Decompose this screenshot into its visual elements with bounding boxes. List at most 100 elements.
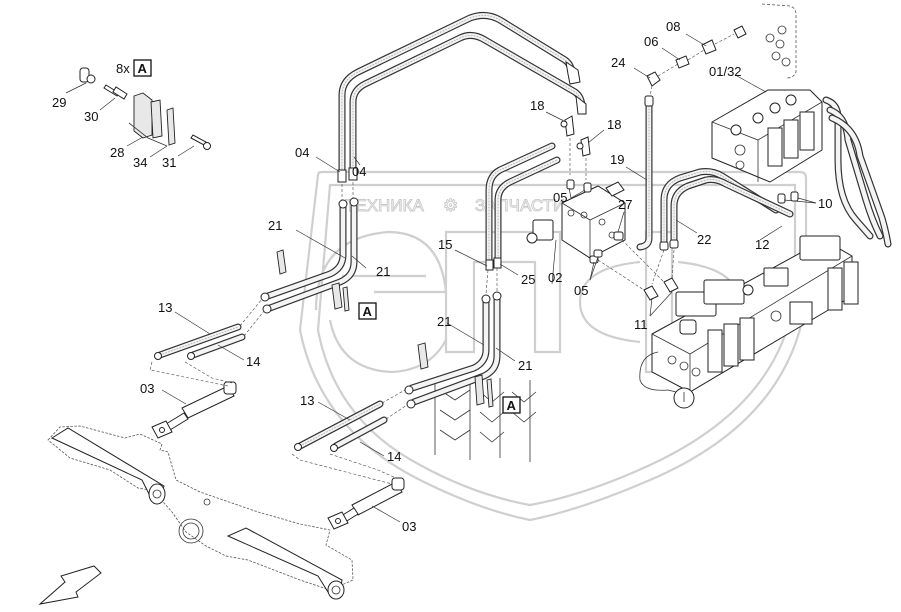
label-05b[interactable]: 05 [574, 283, 588, 298]
label-10[interactable]: 10 [818, 196, 832, 211]
leader-22 [675, 219, 698, 234]
hoses-right [822, 96, 892, 248]
watermark-gear-icon: ⚙ [443, 196, 458, 215]
hoses-21-lower [404, 291, 502, 409]
leader-10 [783, 199, 817, 204]
label-21c[interactable]: 21 [437, 314, 451, 329]
hose-end-fitting [337, 169, 347, 183]
valve-manifold-lower [639, 235, 859, 409]
leader-25 [499, 263, 519, 276]
leader-30 [99, 97, 116, 111]
leader-06 [661, 47, 681, 61]
label-27[interactable]: 27 [618, 197, 632, 212]
label-19[interactable]: 19 [610, 152, 624, 167]
label-29[interactable]: 29 [52, 95, 66, 110]
hoses-15-25 [485, 142, 561, 271]
reference-marker: A [138, 61, 148, 76]
label-0132[interactable]: 01/32 [709, 64, 742, 79]
clamp [474, 374, 485, 406]
label-04b[interactable]: 04 [352, 164, 366, 179]
clamp-kit: 8x A 29 30 28 34 31 [52, 59, 211, 170]
leader-19 [625, 166, 648, 181]
part-29-nut [79, 67, 96, 84]
label-03b[interactable]: 03 [402, 519, 416, 534]
label-13a[interactable]: 13 [158, 300, 172, 315]
watermark-letter-e [314, 230, 448, 374]
label-15[interactable]: 15 [438, 237, 452, 252]
label-08[interactable]: 08 [666, 19, 680, 34]
label-31[interactable]: 31 [162, 155, 176, 170]
label-14b[interactable]: 14 [387, 449, 401, 464]
leader-11 [649, 297, 653, 317]
leader-08 [685, 33, 707, 47]
hoses-04 [337, 11, 587, 183]
leader-12 [759, 225, 783, 241]
label-18b[interactable]: 18 [607, 117, 621, 132]
label-28[interactable]: 28 [110, 145, 124, 160]
leader-04b [353, 156, 361, 166]
label-22[interactable]: 22 [697, 232, 711, 247]
label-21d[interactable]: 21 [518, 358, 532, 373]
label-18a[interactable]: 18 [530, 98, 544, 113]
quantity-note: 8x [116, 61, 130, 76]
part-28-clamp [128, 92, 168, 147]
leader-18a [545, 111, 567, 123]
label-21b[interactable]: 21 [376, 264, 390, 279]
part-31-bolt [190, 134, 211, 150]
leader-15 [454, 249, 488, 267]
reference-marker: A [363, 304, 373, 319]
direction-arrow-icon [38, 565, 102, 605]
label-02[interactable]: 02 [548, 270, 562, 285]
label-12[interactable]: 12 [755, 237, 769, 252]
label-11[interactable]: 11 [634, 317, 648, 332]
fittings-24-06-08 [646, 25, 747, 87]
leader-04a [315, 156, 341, 173]
label-03a[interactable]: 03 [140, 381, 154, 396]
hoses-13-14-lower [294, 400, 388, 452]
part-30-stud [103, 84, 128, 100]
fittings-18 [560, 115, 591, 157]
leader-18b [587, 129, 605, 144]
cylinder-03-lower [327, 477, 405, 530]
label-14a[interactable]: 14 [246, 354, 260, 369]
hose-end-fitting [348, 167, 358, 181]
fittings-05 [566, 179, 603, 264]
label-13b[interactable]: 13 [300, 393, 314, 408]
leader-05b2 [589, 256, 599, 281]
label-05a[interactable]: 05 [553, 190, 567, 205]
leader-13b [317, 401, 351, 421]
label-24[interactable]: 24 [611, 55, 625, 70]
leader-14b [359, 441, 385, 457]
label-21a[interactable]: 21 [268, 218, 282, 233]
leader-14a [217, 344, 245, 361]
clamp [342, 286, 350, 312]
leader-03b [371, 505, 401, 523]
part-34-strip [166, 107, 176, 146]
hose-19 [636, 95, 654, 251]
fitting-11 [643, 285, 659, 301]
leader-34 [149, 145, 168, 158]
leader-24 [633, 67, 651, 79]
leader-05a2 [570, 189, 586, 199]
leader-28 [126, 136, 144, 147]
label-04a[interactable]: 04 [295, 145, 309, 160]
fitting-11 [663, 277, 679, 293]
leader-31 [177, 145, 195, 157]
leader-29 [65, 82, 87, 94]
label-30[interactable]: 30 [84, 109, 98, 124]
fitting-10 [790, 191, 799, 202]
leader-03a [161, 389, 187, 405]
label-25[interactable]: 25 [521, 272, 535, 287]
watermark-text-left: ТЕХНИКА [345, 196, 424, 215]
hoses-13-14-upper [154, 323, 246, 360]
hoses-21-upper [260, 197, 359, 314]
watermark-shield-inner [316, 183, 797, 507]
leader-21b [351, 255, 367, 269]
leader-0132 [736, 75, 767, 93]
hoses-12-22 [659, 168, 794, 251]
label-06[interactable]: 06 [644, 34, 658, 49]
leader-02 [551, 239, 557, 285]
label-34[interactable]: 34 [133, 155, 147, 170]
clamp [276, 249, 287, 275]
